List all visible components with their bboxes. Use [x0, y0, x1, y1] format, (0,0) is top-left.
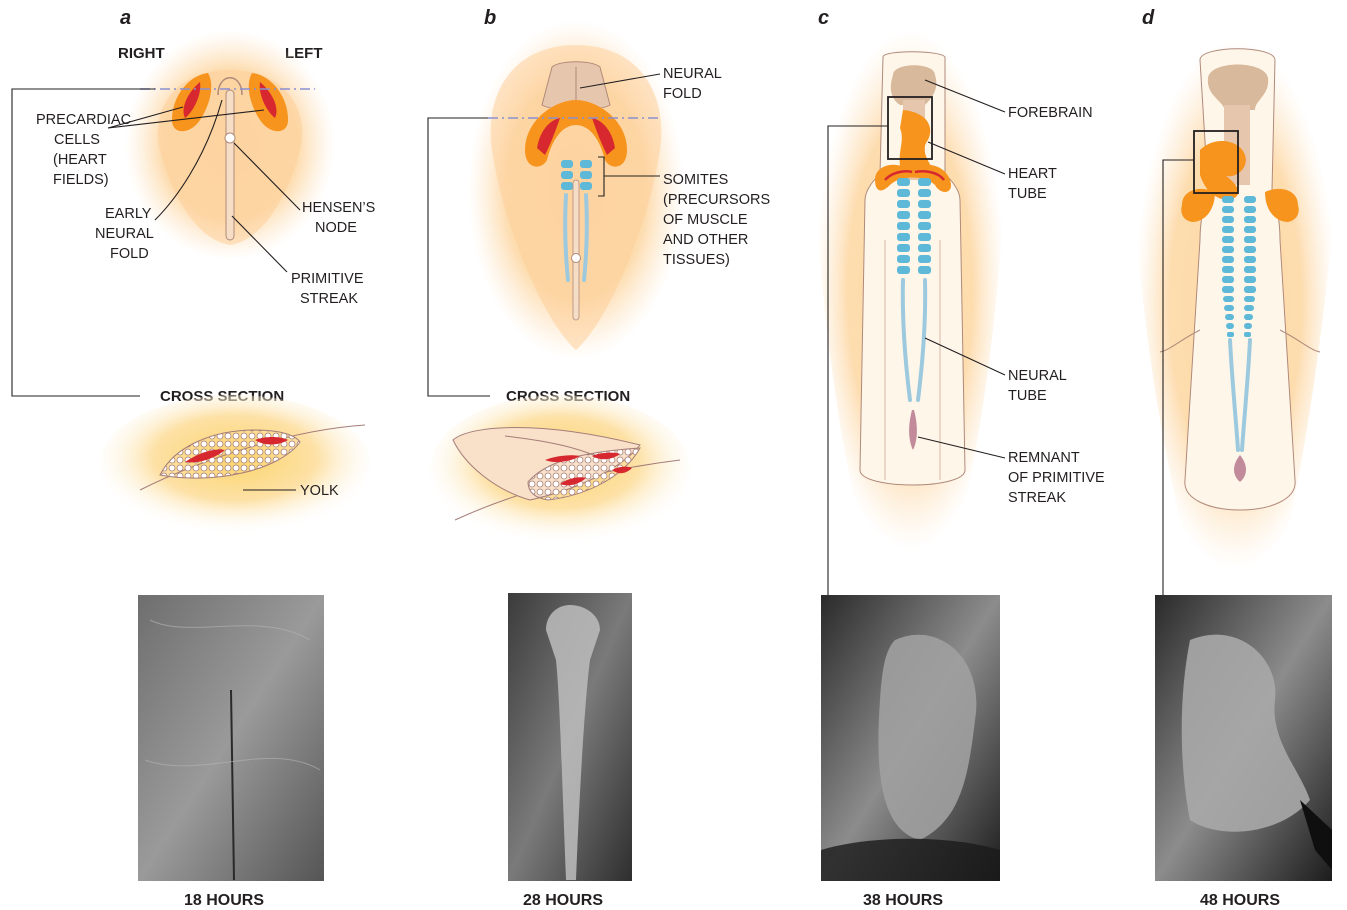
- right-side-label: RIGHT: [118, 45, 165, 62]
- forebrain-shape: [891, 65, 937, 105]
- hensens-node-b: [572, 254, 581, 263]
- primitive-streak-b: [573, 180, 579, 320]
- sem-photo-18h: [138, 595, 324, 881]
- panel-c: c FOREBRAIN: [814, 7, 1108, 595]
- time-label-48h: 48 HOURS: [1200, 892, 1280, 909]
- panel-b: b NEURAL FOLD: [428, 7, 774, 545]
- neural-tube-label: NEURAL TUBE: [1008, 368, 1070, 404]
- time-label-28h: 28 HOURS: [523, 892, 603, 909]
- panel-b-letter: b: [484, 7, 496, 29]
- panel-c-letter: c: [818, 7, 829, 29]
- panel-a-letter: a: [120, 7, 131, 29]
- time-label-18h: 18 HOURS: [184, 892, 264, 909]
- panel-a: a RIGHT LEFT PRECARDIAC CELLS (HEART FIE…: [12, 7, 379, 535]
- precardiac-label: PRECARDIAC CELLS (HEART FIELDS): [36, 112, 135, 188]
- heart-tube-label: HEART TUBE: [1008, 166, 1061, 202]
- somites-label: SOMITES (PRECURSORS OF MUSCLE AND OTHER …: [663, 172, 774, 268]
- sem-photo-28h: [508, 593, 632, 881]
- sem-photo-48h: [1155, 595, 1332, 881]
- remnant-label: REMNANT OF PRIMITIVE STREAK: [1008, 450, 1109, 506]
- early-neural-fold-label: EARLY NEURAL FOLD: [95, 206, 157, 262]
- sem-photo-38h: [821, 595, 1000, 881]
- panel-d: d: [1135, 7, 1337, 595]
- forebrain-label: FOREBRAIN: [1008, 105, 1093, 121]
- time-label-38h: 38 HOURS: [863, 892, 943, 909]
- primitive-streak-label: PRIMITIVE STREAK: [291, 271, 368, 307]
- yolk-label: YOLK: [300, 483, 339, 499]
- panel-d-letter: d: [1142, 7, 1155, 29]
- neural-fold-label: NEURAL FOLD: [663, 66, 725, 102]
- hensens-node-shape: [225, 133, 235, 143]
- hensens-node-label: HENSEN’S NODE: [302, 200, 379, 236]
